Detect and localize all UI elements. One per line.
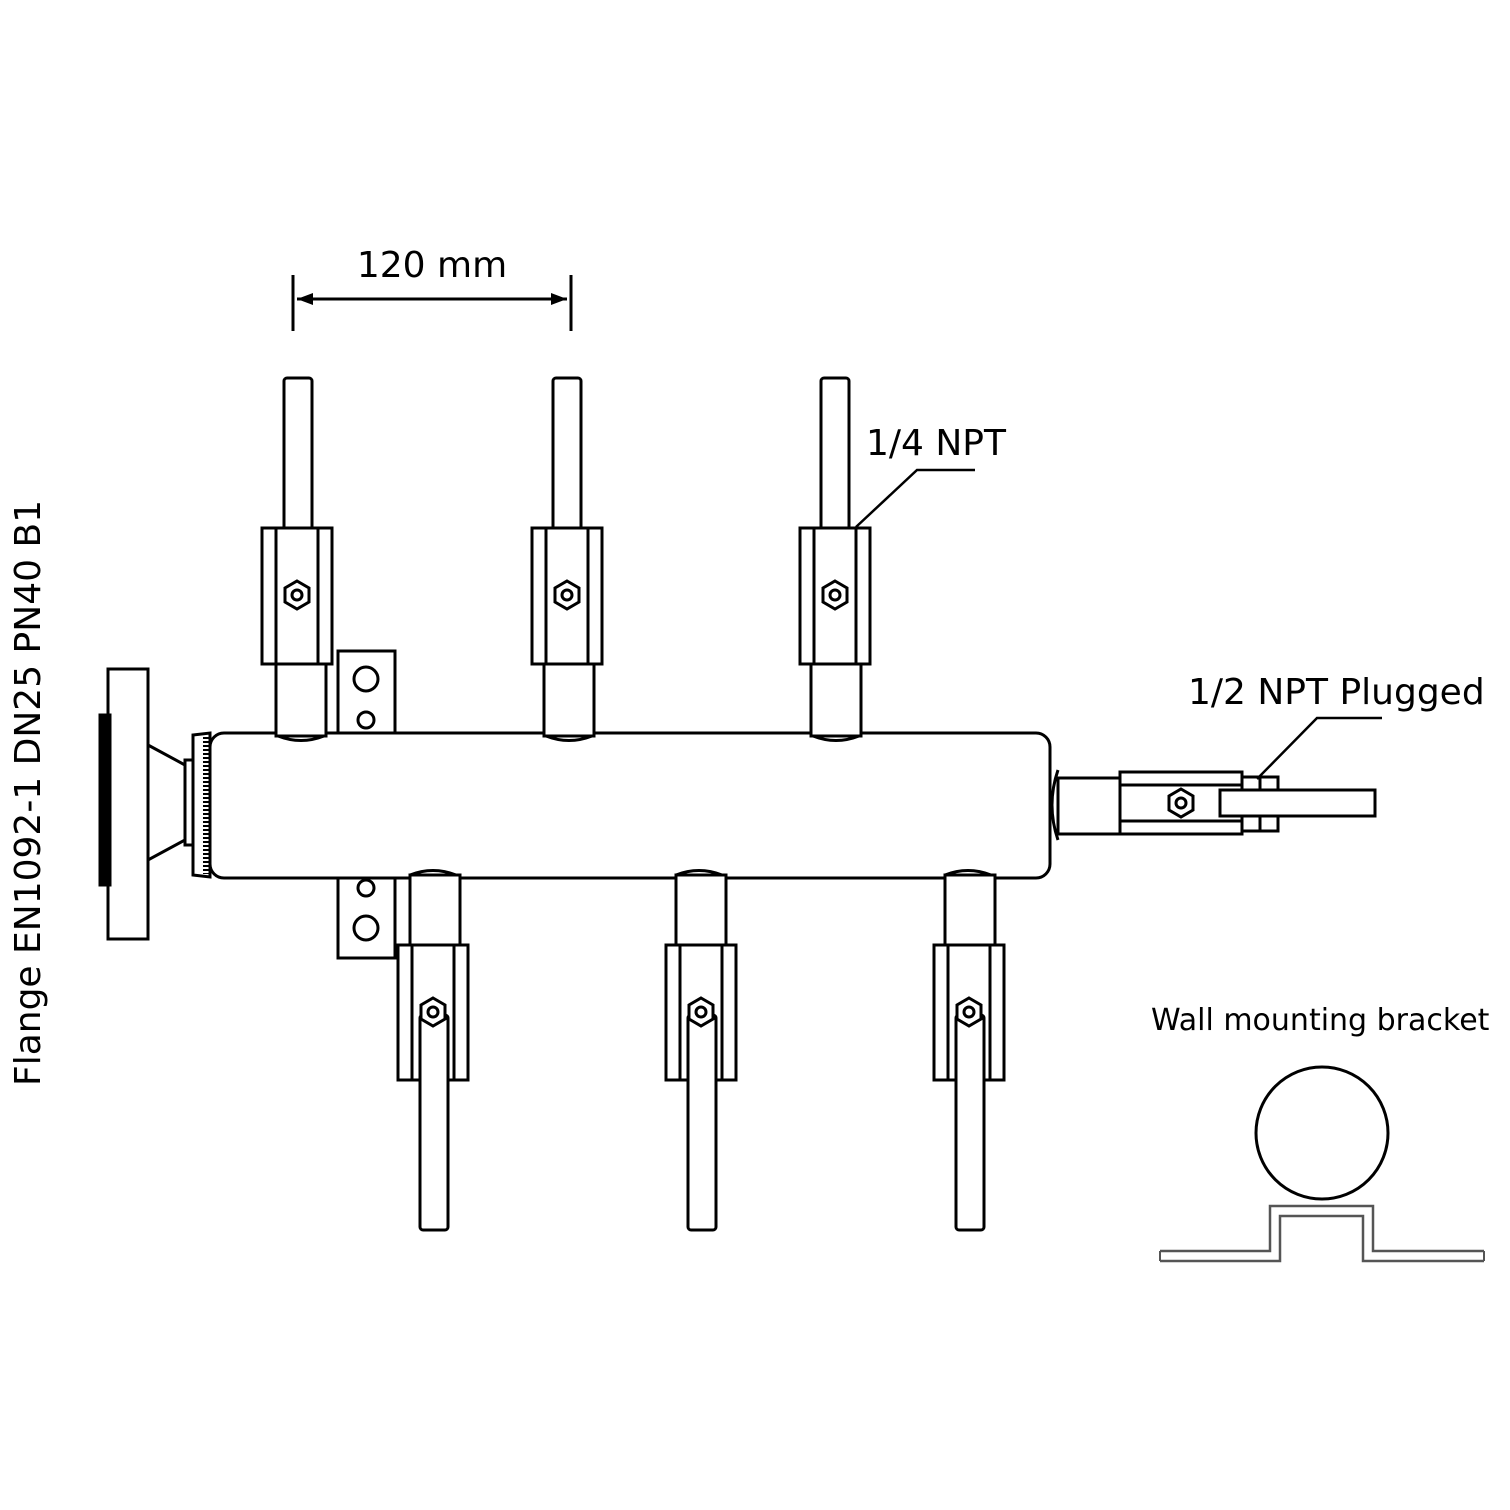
outlet-bottom-3 xyxy=(932,869,1006,1232)
outlet-top-3 xyxy=(798,376,872,742)
bracket-label: Wall mounting bracket xyxy=(1151,1003,1490,1038)
dimension-120mm xyxy=(291,275,573,331)
outlet-top-2 xyxy=(530,376,604,742)
manifold-body xyxy=(208,731,1052,880)
plugged-end xyxy=(1050,769,1377,841)
dimension-label: 120 mm xyxy=(357,245,507,286)
flange xyxy=(98,667,212,941)
outlet-bottom-2 xyxy=(664,869,738,1232)
leader-lines xyxy=(855,468,1382,780)
outlet-size-label: 1/4 NPT xyxy=(866,423,1007,464)
mounting-plate xyxy=(336,649,397,960)
flange-label: Flange EN1092-1 DN25 PN40 B1 xyxy=(8,500,49,1086)
plugged-end-label: 1/2 NPT Plugged xyxy=(1188,672,1485,713)
outlet-bottom-1 xyxy=(396,869,470,1232)
bracket-detail xyxy=(1159,1065,1485,1263)
outlet-top-1 xyxy=(260,376,334,742)
